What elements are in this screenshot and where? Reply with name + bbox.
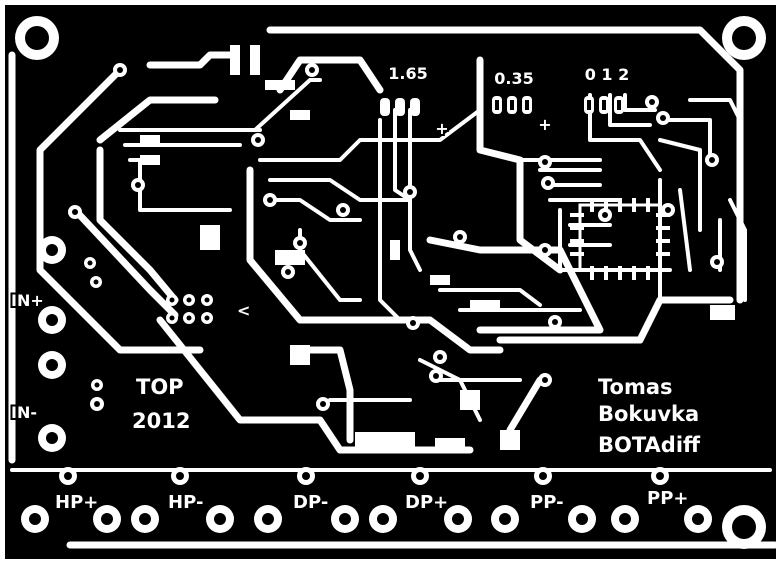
smd-pads	[140, 45, 735, 453]
output-hp-plus-label: HP+	[55, 492, 98, 513]
output-dp-plus-label: DP+	[405, 492, 448, 513]
select-jumper-label: 0 1 2	[585, 65, 630, 84]
mounting-hole-top-left	[15, 16, 59, 60]
output-hp-minus-label: HP-	[168, 492, 203, 513]
ic-footprint-right	[570, 198, 670, 280]
author-first-name: Tomas	[598, 375, 673, 399]
pot-trim-pads	[492, 96, 532, 114]
header-2x3	[166, 294, 213, 324]
project-name: BOTAdiff	[598, 433, 701, 457]
mounting-hole-bottom-right	[722, 505, 766, 549]
input-plus-label: IN+	[11, 291, 44, 310]
select-jumper-pads	[584, 96, 624, 114]
pot-trim-plus: +	[538, 115, 551, 134]
input-connector-pads	[38, 236, 66, 452]
pot-gain-plus: +	[435, 119, 448, 138]
pot-trim-label: 0.35	[494, 69, 533, 88]
pot-gain-label: 1.65	[388, 64, 427, 83]
pot-gain-pads	[380, 98, 420, 116]
output-pp-minus-label: PP-	[530, 492, 564, 513]
output-connector-pads	[21, 467, 712, 533]
output-pp-plus-label: PP+	[647, 488, 688, 509]
mounting-hole-top-right	[722, 16, 766, 60]
vias	[68, 63, 724, 411]
input-minus-label: IN-	[11, 403, 37, 422]
marker-symbol: <	[237, 301, 250, 320]
output-dp-minus-label: DP-	[293, 492, 328, 513]
year-label: 2012	[132, 409, 190, 433]
side-label: TOP	[136, 375, 184, 399]
author-last-name: Bokuvka	[598, 402, 699, 426]
